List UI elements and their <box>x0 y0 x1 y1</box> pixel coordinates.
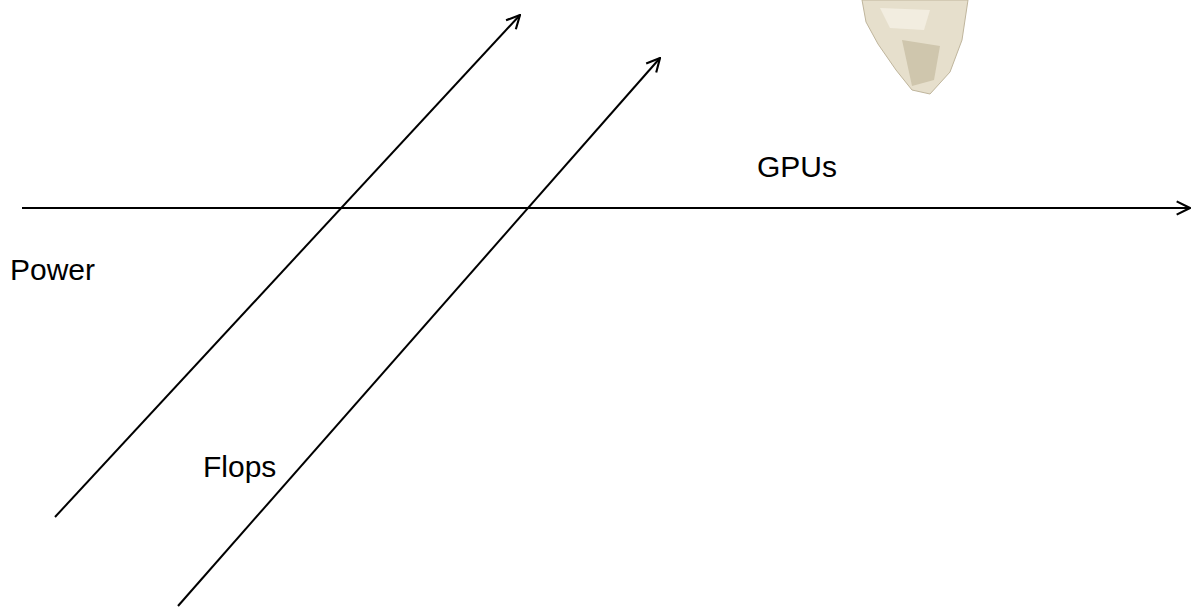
picture-fragment <box>862 0 968 94</box>
axis-label: GPUs <box>757 150 837 183</box>
axis-label: Power <box>10 253 95 286</box>
axis-label: Flops <box>203 450 276 483</box>
gpus-axis <box>22 207 1190 209</box>
flops-axis <box>178 58 660 606</box>
power-axis <box>55 15 520 517</box>
